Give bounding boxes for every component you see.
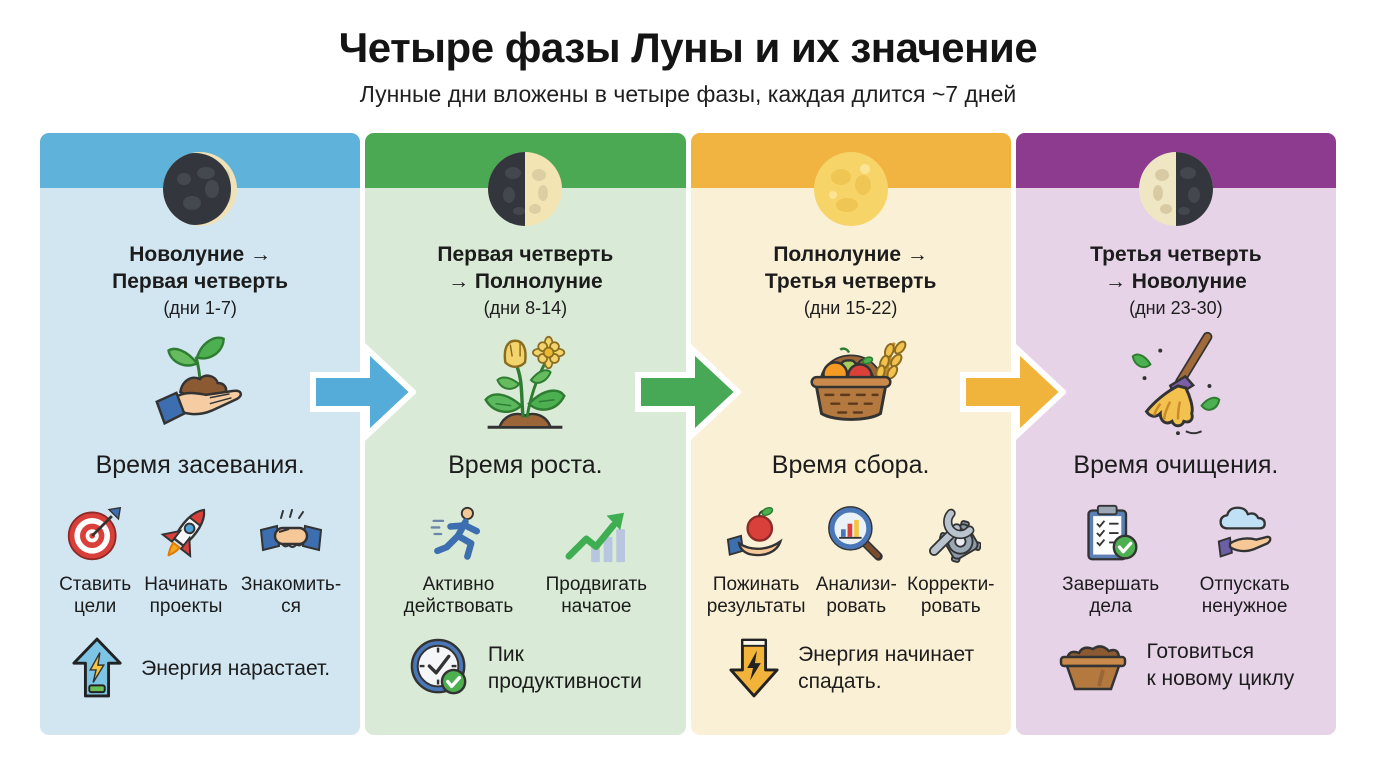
- phase-column-new-moon: Новолуние → Первая четверть (дни 1-7) Вр…: [40, 133, 361, 735]
- phase3-title: Полнолуние → Третья четверть: [764, 243, 937, 294]
- action-analyze: Анализи- ровать: [816, 502, 897, 620]
- runner-icon: [428, 502, 488, 564]
- harvest-basket-icon: [792, 324, 910, 446]
- phase1-days: (дни 1-7): [163, 297, 237, 318]
- energy-label: Энергия нарастает.: [141, 656, 331, 680]
- first-quarter-moon-icon: [487, 151, 563, 227]
- magnifier-chart-icon: [826, 502, 886, 564]
- clock-check-icon: [409, 637, 471, 699]
- handshake-icon: [259, 502, 323, 564]
- phase2-energy-note: Пик продуктивности: [365, 637, 685, 699]
- action-reap-results: Пожинать результаты: [707, 502, 806, 620]
- action-set-goals: Ставить цели: [59, 502, 131, 620]
- action-label: Завершать дела: [1062, 573, 1160, 618]
- phase4-theme: Время очищения.: [1073, 450, 1279, 479]
- hand-with-sprout-icon: [141, 324, 259, 446]
- phase-column-third-quarter: Третья четверть → Новолуние (дни 23-30): [1015, 133, 1336, 735]
- phase-columns: Новолуние → Первая четверть (дни 1-7) Вр…: [40, 133, 1336, 735]
- action-label: Начинать проекты: [144, 573, 228, 618]
- action-label: Пожинать результаты: [706, 573, 806, 618]
- phase2-actions: Активно действовать: [365, 502, 685, 620]
- phase3-theme: Время сбора.: [771, 450, 930, 479]
- growing-plant-icon: [466, 324, 584, 446]
- energy-falling-icon: [727, 637, 781, 699]
- flow-arrow-phase3-to-phase4: [960, 339, 1068, 445]
- phase-column-full-moon: Полнолуние → Третья четверть (дни 15-22): [690, 133, 1011, 735]
- action-label: Корректи- ровать: [907, 573, 995, 618]
- action-let-go: Отпускать ненужное: [1200, 502, 1290, 620]
- third-quarter-moon-icon: [1138, 151, 1214, 227]
- phase3-days: (дни 15-22): [803, 297, 898, 318]
- phase2-theme: Время роста.: [448, 450, 603, 479]
- waxing-crescent-moon-icon: [162, 151, 238, 227]
- phase-column-first-quarter: Первая четверть → Полнолуние (дни 8-14): [365, 133, 686, 735]
- phase2-title: Первая четверть → Полнолуние: [437, 243, 614, 294]
- phase1-title: Новолуние → Первая четверть: [112, 243, 289, 294]
- phase3-energy-note: Энергия начинает спадать.: [691, 637, 1011, 699]
- growth-chart-icon: [565, 502, 627, 564]
- action-finish-tasks: Завершать дела: [1062, 502, 1159, 620]
- target-icon: [65, 502, 125, 564]
- phase4-days: (дни 23-30): [1129, 297, 1223, 318]
- energy-label: Готовиться к новому циклу: [1146, 639, 1295, 691]
- flow-arrow-phase1-to-phase2: [310, 339, 418, 445]
- action-start-projects: Начинать проекты: [144, 502, 228, 620]
- energy-label: Энергия начинает спадать.: [798, 642, 975, 694]
- action-meet-people: Знакомить- ся: [241, 502, 341, 620]
- wrench-gear-icon: [921, 502, 981, 564]
- phase3-actions: Пожинать результаты: [691, 502, 1011, 620]
- soil-pot-icon: [1057, 637, 1129, 693]
- energy-label: Пик продуктивности: [487, 642, 642, 694]
- action-correct: Корректи- ровать: [907, 502, 995, 620]
- rocket-icon: [155, 502, 217, 564]
- action-label: Отпускать ненужное: [1199, 573, 1290, 618]
- hand-cloud-icon: [1215, 502, 1275, 564]
- phase1-theme: Время засевания.: [95, 450, 305, 479]
- clipboard-check-icon: [1081, 502, 1141, 564]
- action-push-forward: Продвигать начатое: [546, 502, 647, 620]
- full-moon-icon: [813, 151, 889, 227]
- action-label: Анализи- ровать: [815, 573, 897, 618]
- action-label: Активно действовать: [403, 573, 514, 618]
- phase4-energy-note: Готовиться к новому циклу: [1016, 637, 1336, 693]
- phase1-energy-note: Энергия нарастает.: [40, 637, 360, 699]
- phase2-days: (дни 8-14): [483, 297, 568, 318]
- page-title: Четыре фазы Луны и их значение: [338, 24, 1038, 71]
- phase4-title: Третья четверть → Новолуние: [1090, 243, 1262, 294]
- action-label: Знакомить- ся: [240, 573, 342, 618]
- action-label: Ставить цели: [59, 573, 132, 618]
- flow-arrow-phase2-to-phase3: [635, 339, 743, 445]
- phase4-actions: Завершать дела Отпускать ненужное: [1016, 502, 1336, 620]
- action-label: Продвигать начатое: [545, 573, 648, 618]
- action-act-actively: Активно действовать: [403, 502, 514, 620]
- page-subtitle: Лунные дни вложены в четыре фазы, каждая…: [359, 81, 1017, 108]
- hand-apple-icon: [726, 502, 786, 564]
- energy-rising-icon: [70, 637, 124, 699]
- broom-icon: [1117, 324, 1235, 446]
- phase1-actions: Ставить цели: [40, 502, 360, 620]
